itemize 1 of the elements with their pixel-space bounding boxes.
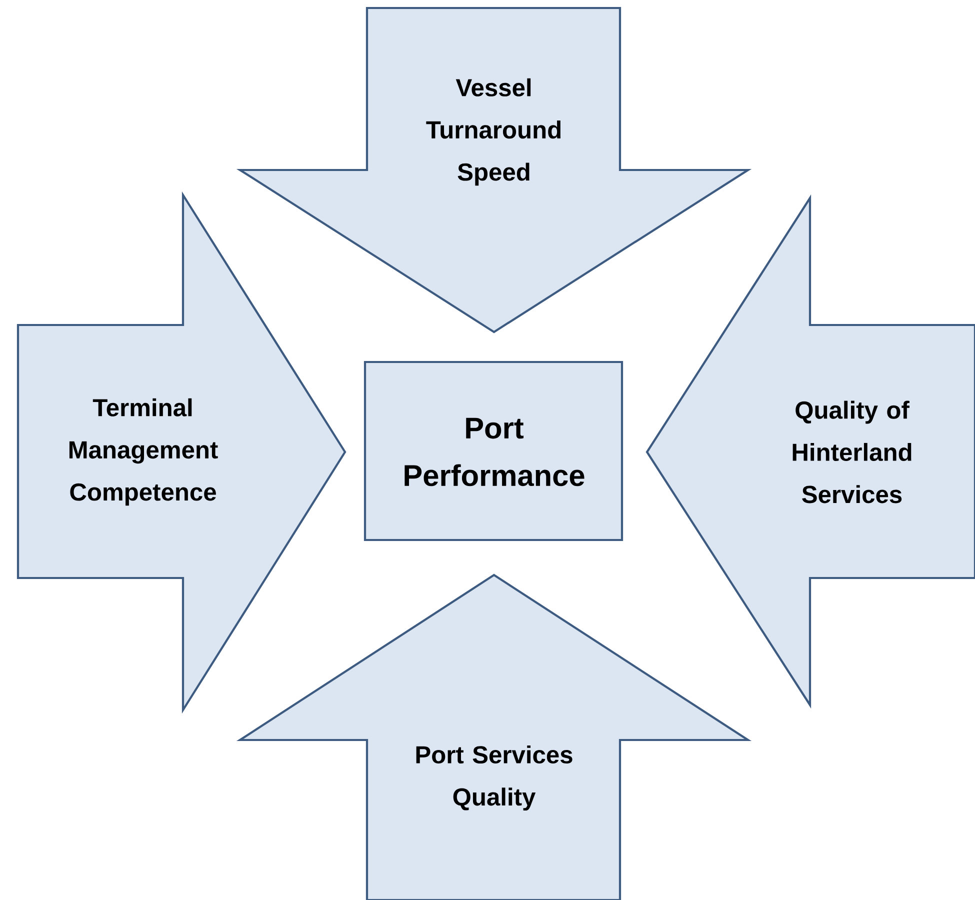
center-box: Port Performance (364, 360, 624, 542)
